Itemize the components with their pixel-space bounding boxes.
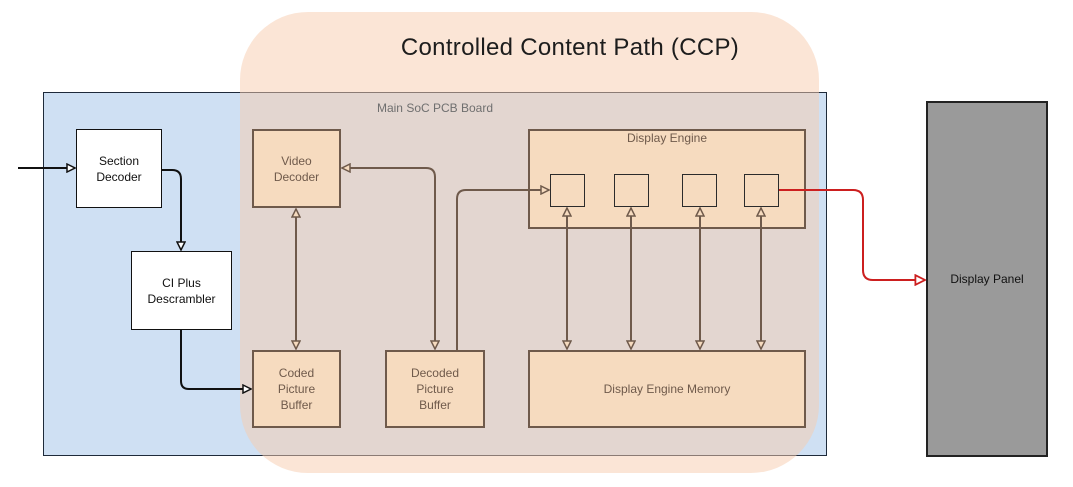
pcb-board-title: Main SoC PCB Board [376,101,494,115]
display-panel-label: Display Panel [950,272,1024,286]
ci-plus-descrambler-label: CI Plus Descrambler [147,275,216,306]
ci-plus-descrambler-block: CI Plus Descrambler [131,251,232,330]
decoded-buffer-to-display-engine-arrow [456,190,549,350]
display-engine-label: Display Engine [626,131,708,145]
video-decoder-to-decoded-buffer-arrow [342,168,435,349]
coded-picture-buffer-label: Coded Picture Buffer [277,366,316,412]
ciplus-to-coded-buffer-arrow [180,330,251,389]
display-engine-memory-label: Display Engine Memory [603,382,731,396]
display-engine-to-panel-arrow [779,189,925,280]
video-decoder-block: Video Decoder [252,129,341,208]
display-engine-unit [682,174,717,207]
display-engine-memory-block: Display Engine Memory [528,350,806,428]
display-panel-block: Display Panel [926,101,1048,457]
decoded-picture-buffer-block: Decoded Picture Buffer [385,350,485,428]
section-decoder-label: Section Decoder [96,153,142,184]
video-decoder-label: Video Decoder [273,153,320,184]
section-decoder-block: Section Decoder [76,129,162,208]
display-engine-unit [550,174,585,207]
section-to-ciplus-arrow [162,169,181,250]
display-engine-unit [614,174,649,207]
decoded-picture-buffer-label: Decoded Picture Buffer [410,366,460,412]
ccp-title: Controlled Content Path (CCP) [400,34,740,61]
display-engine-unit [744,174,779,207]
coded-picture-buffer-block: Coded Picture Buffer [252,350,341,428]
